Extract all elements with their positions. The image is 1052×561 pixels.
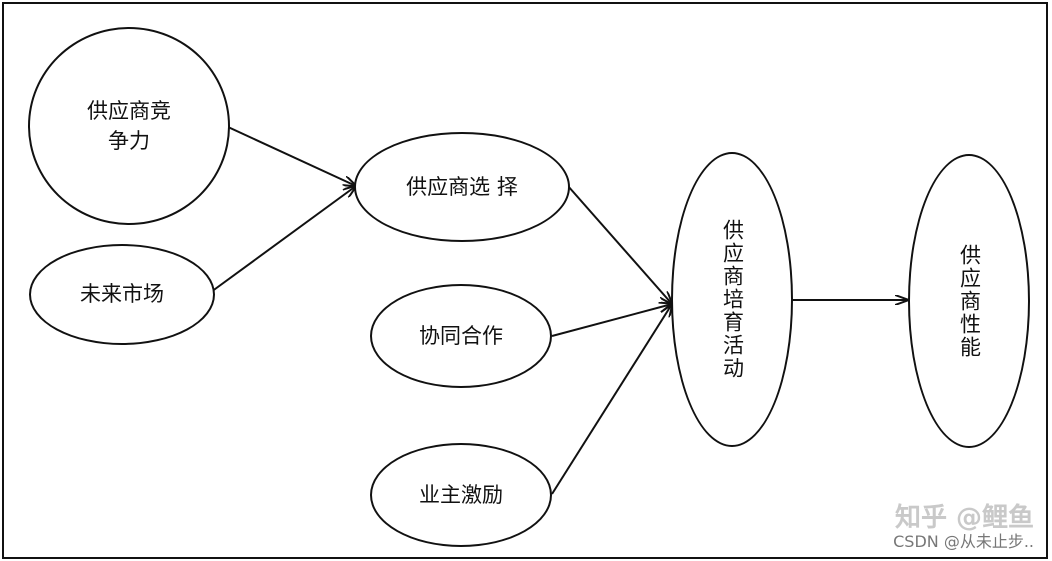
csdn-watermark: CSDN @从未止步.. <box>893 532 1034 552</box>
node-owner-incentive-label: 业主激励 <box>419 482 503 507</box>
zhihu-watermark: 知乎 @鲤鱼 <box>894 502 1034 533</box>
node-supplier-competitiveness: 供应商竞 争力 <box>28 27 230 225</box>
node-supplier-development: 供应商培育活动 <box>671 152 793 447</box>
node-supplier-selection-label: 供应商选 择 <box>406 174 518 199</box>
node-future-market: 未来市场 <box>29 244 215 345</box>
node-supplier-competitiveness-label: 供应商竞 争力 <box>87 98 171 153</box>
node-supplier-development-label: 供应商培育活动 <box>720 219 745 380</box>
node-supplier-performance-label: 供应商性能 <box>957 243 982 359</box>
node-owner-incentive: 业主激励 <box>370 443 552 547</box>
watermark: 知乎 @鲤鱼 CSDN @从未止步.. <box>893 502 1034 552</box>
node-collaboration: 协同合作 <box>370 284 552 388</box>
node-supplier-performance: 供应商性能 <box>908 154 1030 448</box>
node-supplier-selection: 供应商选 择 <box>354 132 570 242</box>
node-collaboration-label: 协同合作 <box>419 323 503 348</box>
node-future-market-label: 未来市场 <box>80 282 164 307</box>
